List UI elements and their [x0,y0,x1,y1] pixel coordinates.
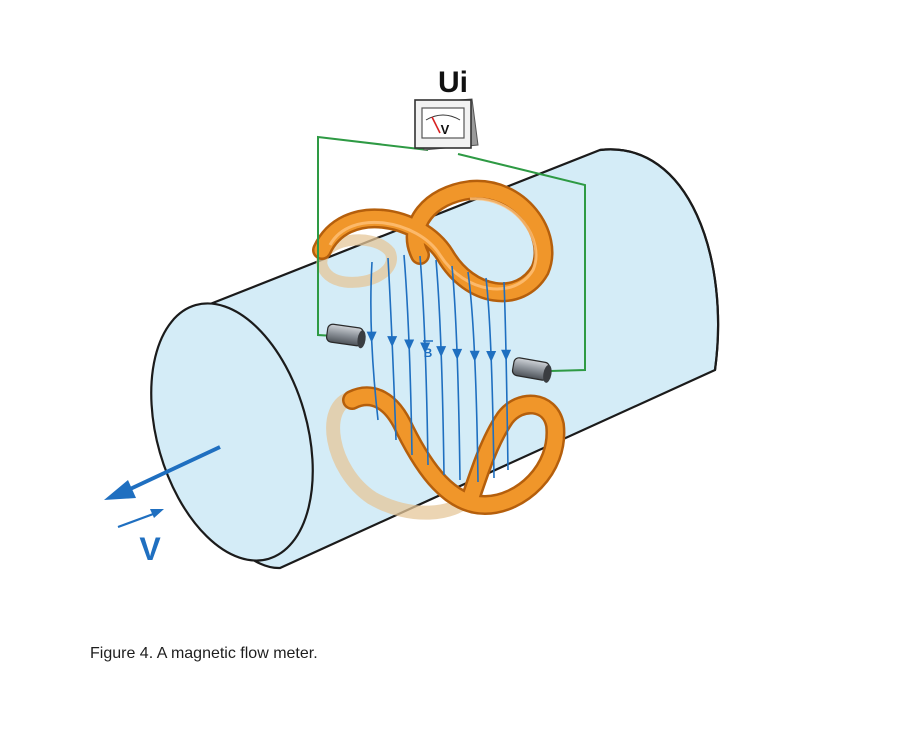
pipe-back-rim [599,148,720,371]
bottom-coil [342,386,566,516]
electrodes [325,323,552,383]
wire-right [457,153,586,372]
field-line-arrowhead [420,342,431,354]
field-line-arrowhead [387,336,398,348]
pipe-front-end [150,302,314,562]
magnetic-field-lines [366,254,512,483]
field-line-arrowhead [436,346,447,358]
velocity-vector-bar [117,511,157,529]
flow-arrow [127,445,221,492]
voltage-label: Ui [438,66,468,99]
flow-direction: V [104,445,221,567]
field-line-arrowhead [452,348,463,360]
field-line-arrowhead [366,331,377,343]
voltmeter: V [414,98,479,151]
velocity-label: V [139,531,161,567]
left-electrode [325,323,366,349]
figure-caption: Figure 4. A magnetic flow meter. [90,645,318,662]
field-symbol-label: B [424,346,433,360]
field-line-arrowhead [404,339,415,351]
right-electrode [511,357,552,383]
flow-arrow-head [104,480,136,500]
field-line-arrowhead [469,350,480,362]
top-coil [312,179,554,303]
field-line-arrowhead [501,349,512,361]
field-line-arrowhead [486,351,497,363]
field-symbol: B [423,340,433,360]
voltmeter-symbol: V [441,122,450,137]
